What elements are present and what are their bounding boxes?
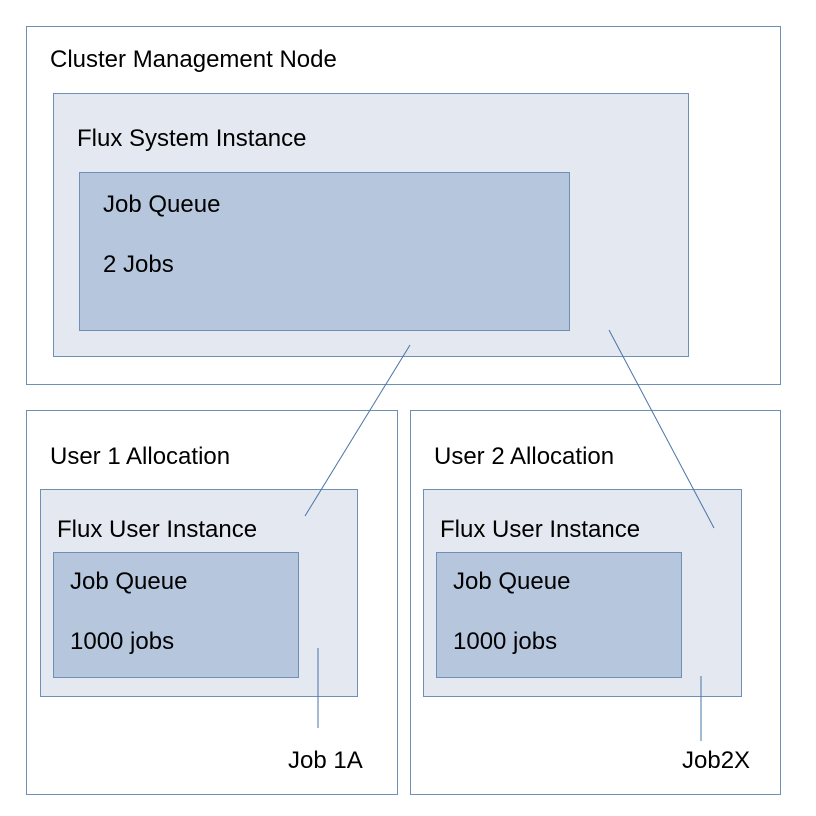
user1-job-queue-box xyxy=(53,552,299,678)
user2-job-label: Job2X xyxy=(682,747,751,774)
user2-flux-instance-title: Flux User Instance xyxy=(440,516,641,543)
user2-job-queue-title: Job Queue xyxy=(453,568,571,595)
system-job-queue-count: 2 Jobs xyxy=(103,251,174,278)
cluster-management-node-title: Cluster Management Node xyxy=(50,46,337,73)
system-job-queue-title: Job Queue xyxy=(103,191,221,218)
user2-allocation-title: User 2 Allocation xyxy=(434,443,615,470)
user1-job-label: Job 1A xyxy=(288,747,363,774)
system-job-queue-box xyxy=(79,172,570,331)
user1-flux-instance-title: Flux User Instance xyxy=(57,516,258,543)
user2-job-queue-box xyxy=(436,552,682,678)
flux-system-instance-title: Flux System Instance xyxy=(77,125,307,152)
user1-job-queue-count: 1000 jobs xyxy=(70,628,175,655)
user2-job-queue-count: 1000 jobs xyxy=(453,628,558,655)
user1-job-queue-title: Job Queue xyxy=(70,568,188,595)
user1-allocation-title: User 1 Allocation xyxy=(50,443,231,470)
